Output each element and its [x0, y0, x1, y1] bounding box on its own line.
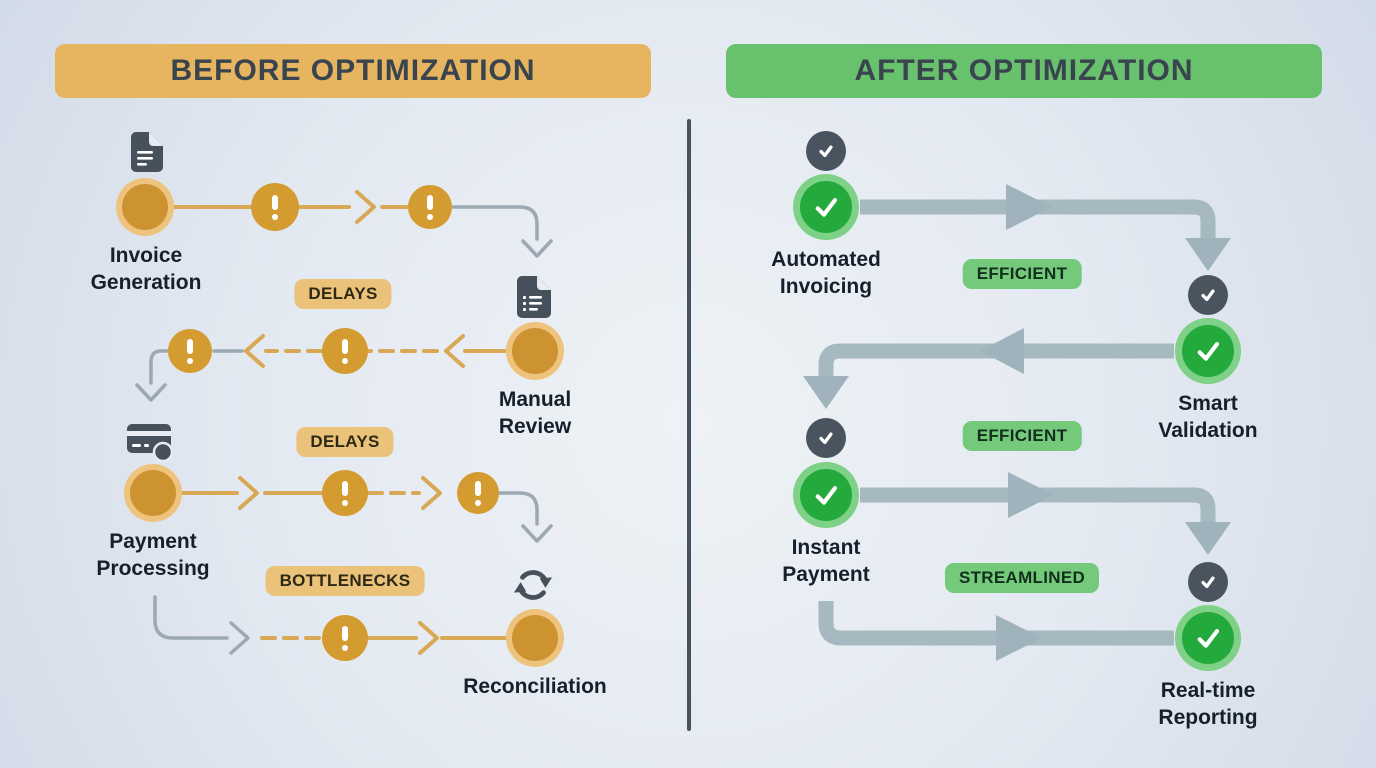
- warning-icon: [322, 615, 368, 661]
- arrow-right-icon: [1008, 472, 1054, 518]
- document-icon: [128, 131, 164, 178]
- after-flow-lines: [803, 184, 1231, 661]
- status-badge-delays: DELAYS: [294, 279, 392, 309]
- arrow-right-icon: [996, 615, 1042, 661]
- arrow-down-icon: [1185, 238, 1231, 271]
- step-node-reconciliation: [506, 609, 564, 667]
- step-label: Smart Validation: [1158, 392, 1258, 442]
- arrow-left-icon: [980, 328, 1024, 374]
- step-node-smart-validation: [1175, 318, 1241, 384]
- check-circle-icon: [1188, 275, 1228, 315]
- status-badge-delays: DELAYS: [296, 427, 394, 457]
- check-circle-icon: [806, 418, 846, 458]
- step-node-manual-review: [506, 322, 564, 380]
- step-label: Instant Payment: [782, 536, 870, 586]
- step-label: Reconciliation: [463, 675, 607, 698]
- credit-card-icon: [126, 421, 174, 468]
- check-circle-icon: [1188, 562, 1228, 602]
- sync-icon: [512, 564, 554, 611]
- arrow-right-icon: [238, 476, 259, 510]
- status-badge-streamlined: STREAMLINED: [944, 563, 1100, 593]
- step-label: Manual Review: [498, 388, 572, 438]
- arrow-left-icon: [444, 334, 465, 368]
- status-badge-efficient: EFFICIENT: [962, 259, 1082, 289]
- step-node-invoice-generation: [116, 178, 174, 236]
- step-node-realtime-reporting: [1175, 605, 1241, 671]
- arrow-right-icon: [1006, 184, 1052, 230]
- warning-icon: [408, 185, 452, 229]
- invoice-list-icon: [514, 275, 552, 324]
- step-label: Real-time Reporting: [1158, 679, 1258, 729]
- arrow-left-icon: [244, 334, 265, 368]
- arrow-right-icon: [355, 190, 376, 224]
- warning-icon: [168, 329, 212, 373]
- arrow-down-icon: [135, 383, 167, 402]
- vertical-divider: [687, 119, 691, 731]
- warning-icon: [251, 183, 299, 231]
- arrow-right-icon: [421, 476, 442, 510]
- after-header: AFTER OPTIMIZATION: [726, 44, 1322, 98]
- before-header: BEFORE OPTIMIZATION: [55, 44, 651, 98]
- step-label: Payment Processing: [96, 530, 210, 580]
- warning-icon: [322, 328, 368, 374]
- before-flow-lines: [135, 190, 553, 655]
- step-label: Automated Invoicing: [771, 248, 881, 298]
- step-node-instant-payment: [793, 462, 859, 528]
- step-label: Invoice Generation: [90, 244, 202, 294]
- status-badge-efficient: EFFICIENT: [962, 421, 1082, 451]
- step-node-payment-processing: [124, 464, 182, 522]
- warning-icon: [457, 472, 499, 514]
- arrow-down-icon: [1185, 522, 1231, 555]
- arrow-right-icon: [229, 621, 250, 655]
- arrow-down-icon: [803, 376, 849, 409]
- status-badge-bottlenecks: BOTTLENECKS: [265, 566, 425, 596]
- arrow-down-icon: [521, 239, 553, 258]
- warning-icon: [322, 470, 368, 516]
- arrow-down-icon: [521, 524, 553, 543]
- check-circle-icon: [806, 131, 846, 171]
- step-node-automated-invoicing: [793, 174, 859, 240]
- arrow-right-icon: [418, 621, 439, 655]
